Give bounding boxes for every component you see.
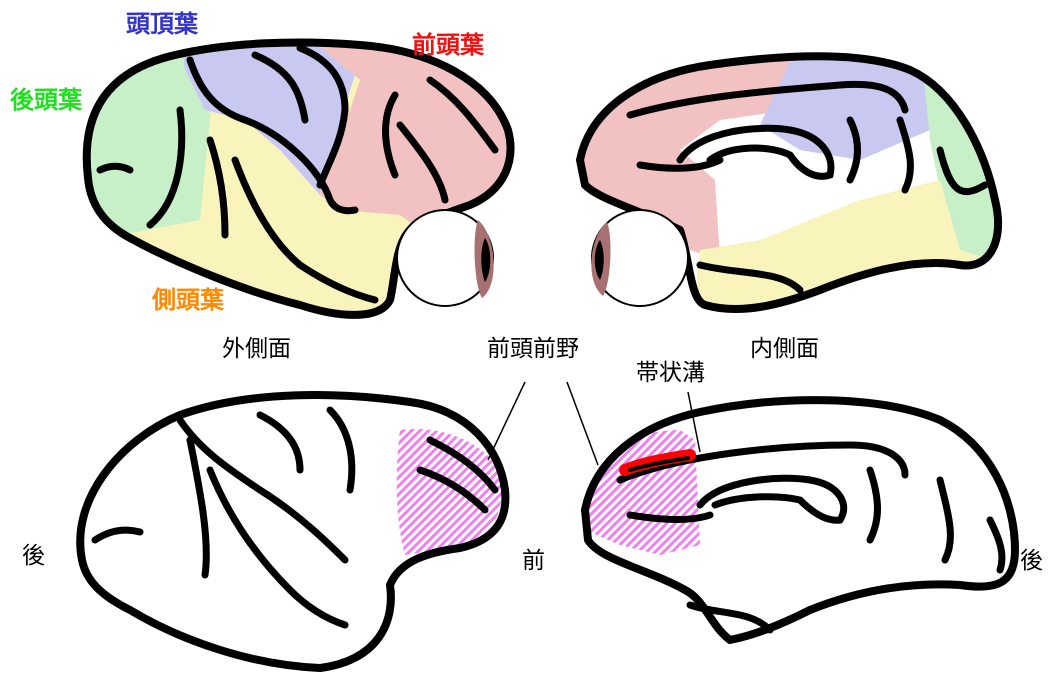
label-posterior-left: 後 bbox=[22, 545, 45, 568]
label-medial-view: 内側面 bbox=[750, 338, 819, 361]
medial-brain-prefrontal bbox=[585, 400, 1015, 640]
label-temporal-lobe: 側頭葉 bbox=[152, 288, 224, 312]
leader-line-prefrontal-medial bbox=[567, 382, 598, 465]
label-prefrontal-cortex: 前頭前野 bbox=[487, 338, 579, 361]
label-parietal-lobe: 頭頂葉 bbox=[126, 12, 198, 36]
prefrontal-area-medial bbox=[585, 430, 700, 555]
leader-line-prefrontal-lateral bbox=[488, 382, 525, 460]
eye-left bbox=[397, 210, 494, 306]
lateral-brain-colored bbox=[60, 30, 530, 330]
lateral-brain-prefrontal bbox=[80, 395, 505, 668]
label-frontal-lobe: 前頭葉 bbox=[412, 33, 484, 57]
label-anterior: 前 bbox=[522, 550, 545, 573]
label-occipital-lobe: 後頭葉 bbox=[10, 88, 82, 112]
label-cingulate-sulcus: 帯状溝 bbox=[636, 362, 705, 385]
label-lateral-view: 外側面 bbox=[222, 338, 291, 361]
medial-brain-colored bbox=[560, 40, 1020, 340]
eye-right bbox=[591, 210, 688, 306]
label-posterior-right: 後 bbox=[1020, 550, 1043, 573]
